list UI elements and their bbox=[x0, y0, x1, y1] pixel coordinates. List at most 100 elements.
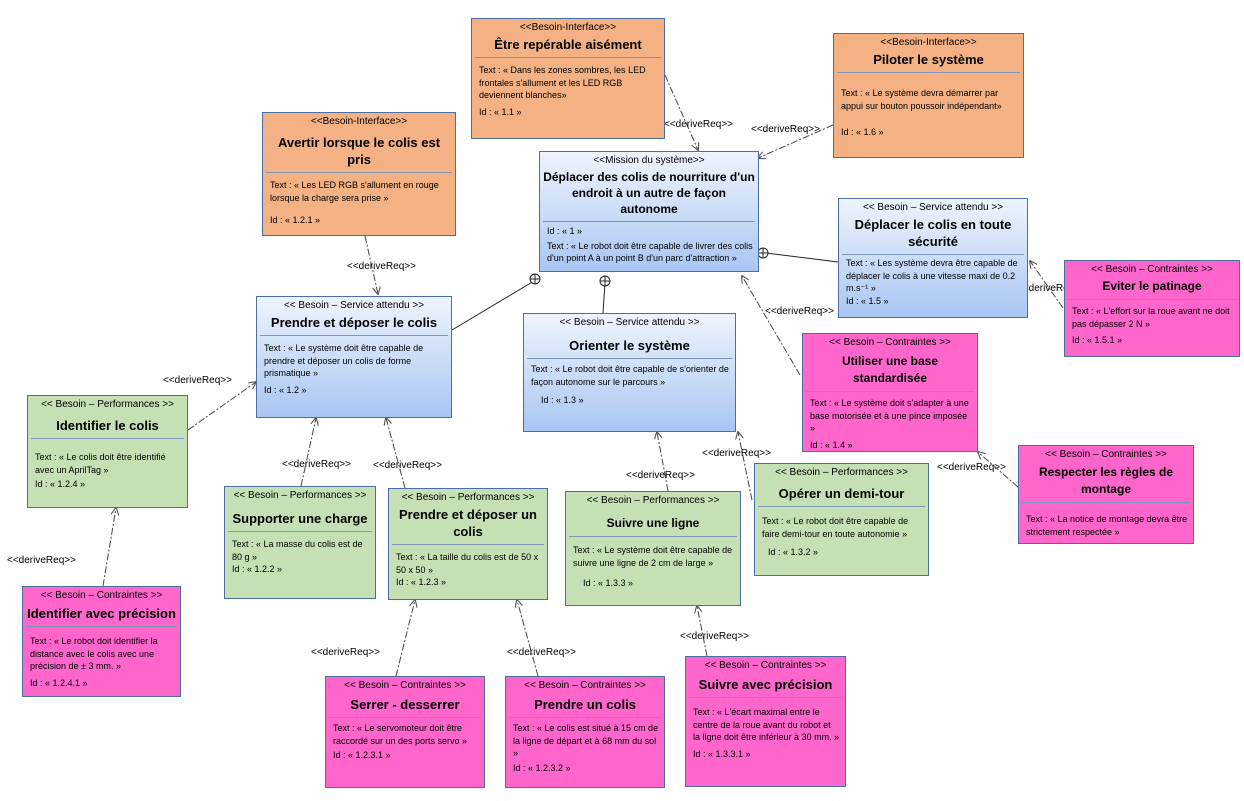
requirement-1-4[interactable]: << Besoin – Contraintes >> Utiliser une … bbox=[802, 333, 978, 452]
requirement-text: Text : « Le robot doit identifier la dis… bbox=[30, 636, 158, 671]
derive-label: <<deriveReq>> bbox=[680, 631, 749, 642]
stereotype: << Besoin – Contraintes >> bbox=[344, 680, 466, 691]
stereotype: << Besoin – Contraintes >> bbox=[829, 337, 951, 348]
divider bbox=[26, 626, 177, 627]
divider bbox=[527, 358, 732, 359]
requirement-title: Suivre une ligne bbox=[606, 516, 700, 530]
requirement-1-3-3[interactable]: << Besoin – Performances >> Suivre une l… bbox=[565, 491, 741, 606]
requirement-id: Id : « 1.3.2 » bbox=[768, 547, 819, 557]
requirement-id: Id : « 1.4 » bbox=[810, 439, 853, 450]
requirement-text: Text : « Le colis doit être identifié av… bbox=[35, 452, 166, 475]
stereotype: << Besoin – Performances >> bbox=[775, 467, 908, 478]
divider bbox=[509, 717, 661, 718]
stereotype: <<Mission du système>> bbox=[593, 155, 705, 166]
requirement-1-2-1[interactable]: <<Besoin-Interface>> Avertir lorsque le … bbox=[262, 112, 456, 236]
stereotype: <<Besoin-Interface>> bbox=[310, 116, 408, 127]
stereotype: << Besoin – Performances >> bbox=[233, 490, 367, 501]
requirement-title: Suivre avec précision bbox=[698, 677, 833, 692]
requirement-text: Text : « Le colis est situé à 15 cm de l… bbox=[513, 723, 659, 758]
derive-label: <<deriveReq>> bbox=[507, 647, 576, 658]
requirement-title: Opérer un demi-tour bbox=[778, 486, 905, 501]
derive-label: <<deriveReq>> bbox=[751, 124, 820, 135]
derive-label: <<deriveReq>> bbox=[1017, 283, 1086, 294]
requirement-title: Utiliser une base standardisée bbox=[841, 354, 939, 385]
requirement-1-6[interactable]: <<Besoin-Interface>> Piloter le système … bbox=[833, 33, 1024, 158]
requirement-1-2-3-2[interactable]: << Besoin – Contraintes >> Prendre un co… bbox=[505, 676, 665, 788]
requirement-text: Text : « Le système doit s'adapter à une… bbox=[810, 398, 969, 433]
requirement-id: Id : « 1.2.3.2 » bbox=[513, 762, 571, 773]
containment-symbol-1-2 bbox=[529, 273, 541, 285]
stereotype: << Besoin – Contraintes >> bbox=[40, 590, 163, 601]
requirement-title: Prendre et déposer un colis bbox=[399, 507, 537, 539]
requirement-text: Text : « La taille du colis est de 50 x … bbox=[396, 552, 539, 575]
derive-line-1-2-3-1 bbox=[395, 600, 415, 677]
derive-line-1-2-4 bbox=[187, 382, 256, 431]
divider bbox=[543, 221, 755, 222]
derive-line-1-3-2 bbox=[738, 432, 753, 501]
stereotype: << Besoin – Performances >> bbox=[41, 399, 174, 410]
requirement-title: Orienter le système bbox=[569, 338, 690, 353]
requirement-id: Id : « 1.4.2 » bbox=[1026, 542, 1188, 543]
requirement-text: Text : « La notice de montage devra être… bbox=[1026, 514, 1188, 537]
requirement-title: Déplacer le colis en toute sécurité bbox=[854, 217, 1012, 249]
requirement-title: Être repérable aisément bbox=[494, 37, 642, 52]
derive-label: <<deriveReq>> bbox=[937, 462, 1006, 473]
requirement-1[interactable]: <<Mission du système>> Déplacer des coli… bbox=[539, 151, 759, 272]
requirement-1-2-3-1[interactable]: << Besoin – Contraintes >> Serrer - dess… bbox=[325, 676, 485, 788]
derive-label: <<deriveReq>> bbox=[163, 375, 232, 386]
derive-line-1-2-2 bbox=[300, 418, 316, 487]
requirement-text: Text : « Dans les zones sombres, les LED… bbox=[479, 65, 646, 100]
requirement-title: Identifier le colis bbox=[56, 418, 159, 433]
requirement-text: Text : « Les LED RGB s'allument en rouge… bbox=[270, 180, 439, 203]
requirement-id: Id : « 1.2.4.1 » bbox=[30, 677, 88, 688]
stereotype: << Besoin – Performances >> bbox=[401, 492, 535, 503]
requirement-title: Serrer - desserrer bbox=[350, 697, 460, 712]
requirement-1-5-1[interactable]: << Besoin – Contraintes >> Eviter le pat… bbox=[1064, 260, 1240, 357]
stereotype: << Besoin – Contraintes >> bbox=[1091, 264, 1213, 275]
requirement-1-2-4-1[interactable]: << Besoin – Contraintes >> Identifier av… bbox=[22, 586, 181, 697]
containment-symbol-1-3 bbox=[599, 275, 611, 287]
requirement-id: Id : « 1 » bbox=[547, 226, 583, 236]
derive-line-1-3-3 bbox=[657, 432, 669, 492]
derive-line-1-1 bbox=[664, 74, 698, 150]
divider bbox=[260, 335, 448, 336]
requirement-1-4-2[interactable]: << Besoin – Contraintes >> Respecter les… bbox=[1018, 445, 1194, 544]
derive-label: <<deriveReq>> bbox=[664, 119, 733, 130]
requirement-title: Déplacer des colis de nourriture d'un en… bbox=[543, 170, 755, 216]
requirement-text: Text : « Le système doit être capable de… bbox=[573, 545, 733, 568]
derive-line-1-2-1 bbox=[364, 235, 378, 294]
divider bbox=[569, 536, 737, 537]
derive-line-1-3-3-1 bbox=[697, 606, 708, 657]
requirement-title: Prendre et déposer le colis bbox=[270, 315, 438, 330]
requirement-text: Text : « Le robot doit être capable de l… bbox=[547, 240, 753, 264]
requirement-title: Avertir lorsque le colis est pris bbox=[277, 135, 441, 167]
requirement-id: Id : « 1.2 » bbox=[264, 384, 307, 395]
requirement-1-1[interactable]: <<Besoin-Interface>> Être repérable aisé… bbox=[471, 18, 665, 139]
requirement-1-3[interactable]: << Besoin – Service attendu >> Orienter … bbox=[523, 313, 736, 432]
divider bbox=[475, 57, 661, 58]
derive-label: <<deriveReq>> bbox=[282, 459, 351, 470]
requirement-text: Text : « Les système devra être capable … bbox=[846, 258, 1018, 293]
divider bbox=[689, 697, 842, 698]
requirement-id: Id : « 1.2.1 » bbox=[270, 215, 321, 225]
requirement-text: Text : « Le système doit être capable de… bbox=[264, 343, 424, 378]
requirement-1-3-3-1[interactable]: << Besoin – Contraintes >> Suivre avec p… bbox=[685, 656, 846, 787]
requirement-id: Id : « 1.5.1 » bbox=[1072, 335, 1123, 345]
requirement-1-2[interactable]: << Besoin – Service attendu >> Prendre e… bbox=[256, 296, 452, 418]
requirement-1-2-2[interactable]: << Besoin – Performances >> Supporter un… bbox=[224, 486, 376, 599]
requirement-1-2-3[interactable]: << Besoin – Performances >> Prendre et d… bbox=[388, 488, 548, 600]
requirement-id: Id : « 1.2.3.1 » bbox=[333, 750, 391, 760]
derive-line-1-2-3 bbox=[386, 418, 406, 489]
requirement-text: Text : « Le système devra démarrer par a… bbox=[841, 88, 1002, 111]
requirement-text: Text : « Le robot doit être capable de f… bbox=[762, 516, 909, 539]
requirement-1-2-4[interactable]: << Besoin – Performances >> Identifier l… bbox=[27, 395, 188, 508]
divider bbox=[392, 544, 544, 545]
requirement-title: Eviter le patinage bbox=[1102, 279, 1202, 293]
divider bbox=[837, 72, 1020, 73]
derive-line-1-5-1 bbox=[1030, 261, 1064, 309]
derive-label: <<deriveReq>> bbox=[702, 448, 771, 459]
requirement-1-5[interactable]: << Besoin – Service attendu >> Déplacer … bbox=[838, 198, 1028, 318]
requirement-title: Supporter une charge bbox=[232, 511, 368, 526]
requirement-1-3-2[interactable]: << Besoin – Performances >> Opérer un de… bbox=[754, 463, 929, 576]
